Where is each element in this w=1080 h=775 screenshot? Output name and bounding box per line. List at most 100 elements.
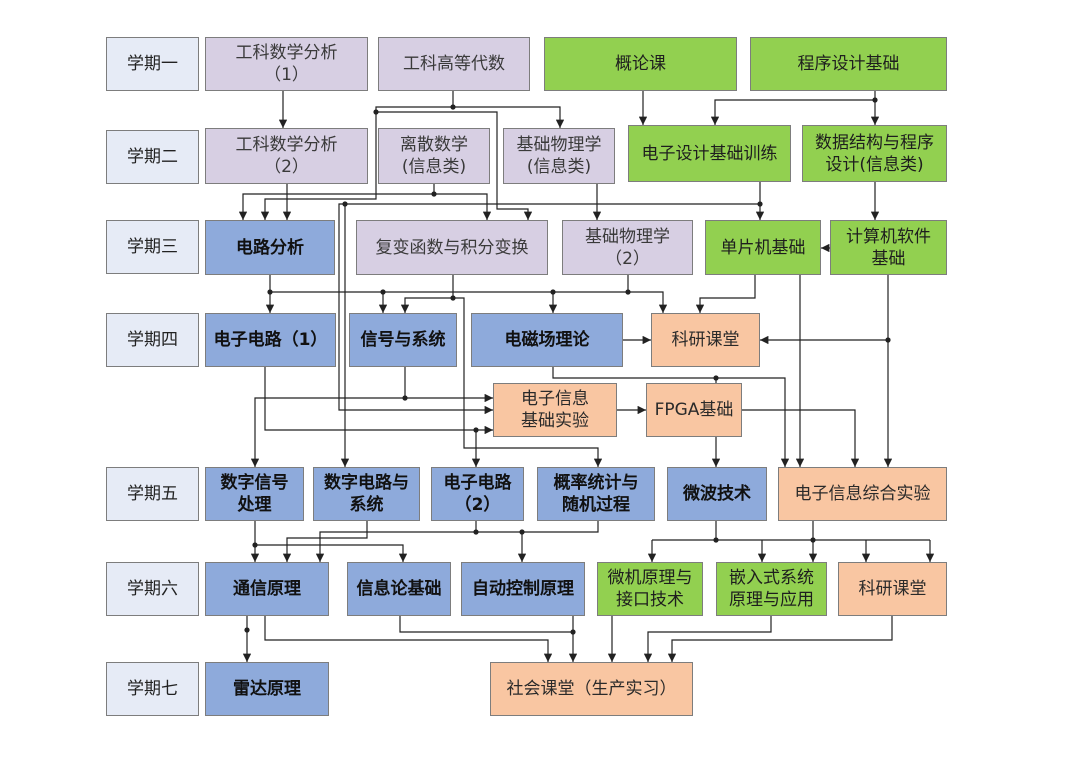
semester-label-2: 学期二: [106, 130, 199, 184]
course-label: 科研课堂: [858, 579, 927, 599]
course-label: 电子信息综合实验: [794, 484, 931, 504]
course-label: 处理: [237, 495, 272, 515]
course-microcomputer-interface: 微机原理与 接口技术: [597, 562, 703, 616]
course-electronic-design-training: 电子设计基础训练: [628, 125, 791, 182]
course-label: 单片机基础: [720, 237, 806, 258]
connector-arrow: [376, 111, 533, 220]
connector-arrow: [270, 291, 668, 313]
junction-dot: [473, 529, 479, 535]
connector-arrow: [695, 275, 756, 313]
connector-arrow: [338, 203, 760, 415]
semester-label-5: 学期五: [106, 467, 199, 521]
junction-dot: [872, 97, 878, 103]
connector-arrow: [264, 616, 553, 662]
connector-arrow: [452, 91, 565, 128]
course-label: 通信原理: [233, 579, 301, 599]
junction-dot: [713, 375, 719, 381]
course-linear-algebra: 工科高等代数: [378, 37, 530, 91]
course-automatic-control: 自动控制原理: [461, 562, 585, 616]
course-label: 复变函数与积分变换: [375, 237, 529, 258]
course-communication-principles: 通信原理: [205, 562, 329, 616]
semester-label-1: 学期一: [106, 37, 199, 91]
connector-arrow: [238, 184, 435, 220]
course-label: （1）: [264, 65, 309, 85]
connector-line: [399, 616, 573, 633]
course-label: 数据结构与程序: [815, 132, 934, 153]
connector-arrow: [260, 106, 453, 220]
junction-dot: [342, 201, 348, 207]
course-engineering-calculus-2: 工科数学分析 （2）: [205, 128, 368, 184]
course-programming-basics: 程序设计基础: [750, 37, 947, 91]
connector-arrow: [552, 367, 790, 467]
semester-label-3: 学期三: [106, 220, 199, 274]
course-label: 工科高等代数: [403, 54, 505, 74]
connector-arrow: [667, 616, 893, 662]
junction-dot: [450, 295, 456, 301]
course-label: 雷达原理: [233, 679, 301, 699]
course-label: 信息论基础: [356, 579, 442, 599]
course-microcontroller-basics: 单片机基础: [705, 220, 821, 275]
course-label: 数字电路与: [324, 473, 409, 493]
junction-dot: [431, 191, 437, 197]
junction-dot: [380, 289, 386, 295]
connector-arrow: [315, 521, 599, 562]
course-physics-1: 基础物理学 (信息类): [503, 128, 615, 184]
course-digital-circuits: 数字电路与 系统: [313, 467, 420, 521]
connector-arrow: [434, 193, 492, 220]
course-label: 系统: [349, 495, 384, 515]
course-electronic-circuits-2: 电子电路 （2）: [431, 467, 524, 521]
course-introduction: 概论课: [544, 37, 737, 91]
connector-arrow: [282, 521, 368, 562]
course-label: 自动控制原理: [472, 579, 574, 599]
course-label: 电路分析: [236, 237, 304, 258]
course-label: 嵌入式系统: [729, 568, 814, 588]
connector-arrow: [404, 367, 493, 403]
course-discrete-math: 离散数学 (信息类): [378, 128, 490, 184]
course-label: 程序设计基础: [797, 54, 900, 74]
course-microwave-technology: 微波技术: [667, 467, 767, 521]
course-label: FPGA基础: [654, 400, 734, 420]
connector-arrow: [453, 297, 603, 467]
semester-label-4: 学期四: [106, 313, 199, 367]
course-label: 接口技术: [616, 590, 684, 610]
course-electronic-basic-lab: 电子信息 基础实验: [493, 383, 617, 437]
course-fpga-basics: FPGA基础: [646, 383, 742, 437]
course-label: （2）: [454, 495, 501, 515]
junction-dot: [473, 427, 479, 433]
junction-dot: [713, 537, 719, 543]
junction-dot: [267, 289, 273, 295]
course-data-structures: 数据结构与程序 设计(信息类): [802, 125, 947, 182]
connector-arrow: [255, 544, 408, 562]
junction-dot: [885, 337, 891, 343]
junction-dot: [252, 542, 258, 548]
connector-arrow: [643, 616, 772, 662]
course-research-class-1: 科研课堂: [651, 313, 760, 367]
course-label: 概论课: [615, 54, 666, 74]
course-electromagnetic-theory: 电磁场理论: [471, 313, 623, 367]
junction-dot: [450, 104, 456, 110]
connector-arrow: [264, 367, 493, 435]
course-label: 基础: [871, 248, 906, 269]
course-digital-signal-processing: 数字信号 处理: [205, 467, 304, 521]
course-label: 设计(信息类): [825, 154, 924, 175]
course-label: 电子信息: [521, 389, 589, 409]
connector-arrow: [710, 99, 875, 125]
course-electronic-circuits-1: 电子电路（1）: [205, 313, 336, 367]
junction-dot: [570, 629, 576, 635]
course-engineering-calculus-1: 工科数学分析 （1）: [205, 37, 368, 91]
course-label: 概率统计与: [553, 473, 639, 493]
course-label: 数字信号: [220, 473, 289, 493]
course-signals-systems: 信号与系统: [349, 313, 457, 367]
course-comprehensive-lab: 电子信息综合实验: [778, 467, 947, 521]
semester-label-7: 学期七: [106, 662, 199, 716]
semester-label-6: 学期六: [106, 562, 199, 616]
course-label: 微波技术: [683, 484, 751, 504]
course-label: 科研课堂: [671, 330, 740, 350]
course-label: 工科数学分析: [235, 135, 338, 155]
junction-dot: [550, 289, 556, 295]
course-information-theory: 信息论基础: [347, 562, 451, 616]
course-probability-random-processes: 概率统计与 随机过程: [537, 467, 655, 521]
course-label: 信号与系统: [360, 330, 446, 350]
junction-dot: [625, 289, 631, 295]
